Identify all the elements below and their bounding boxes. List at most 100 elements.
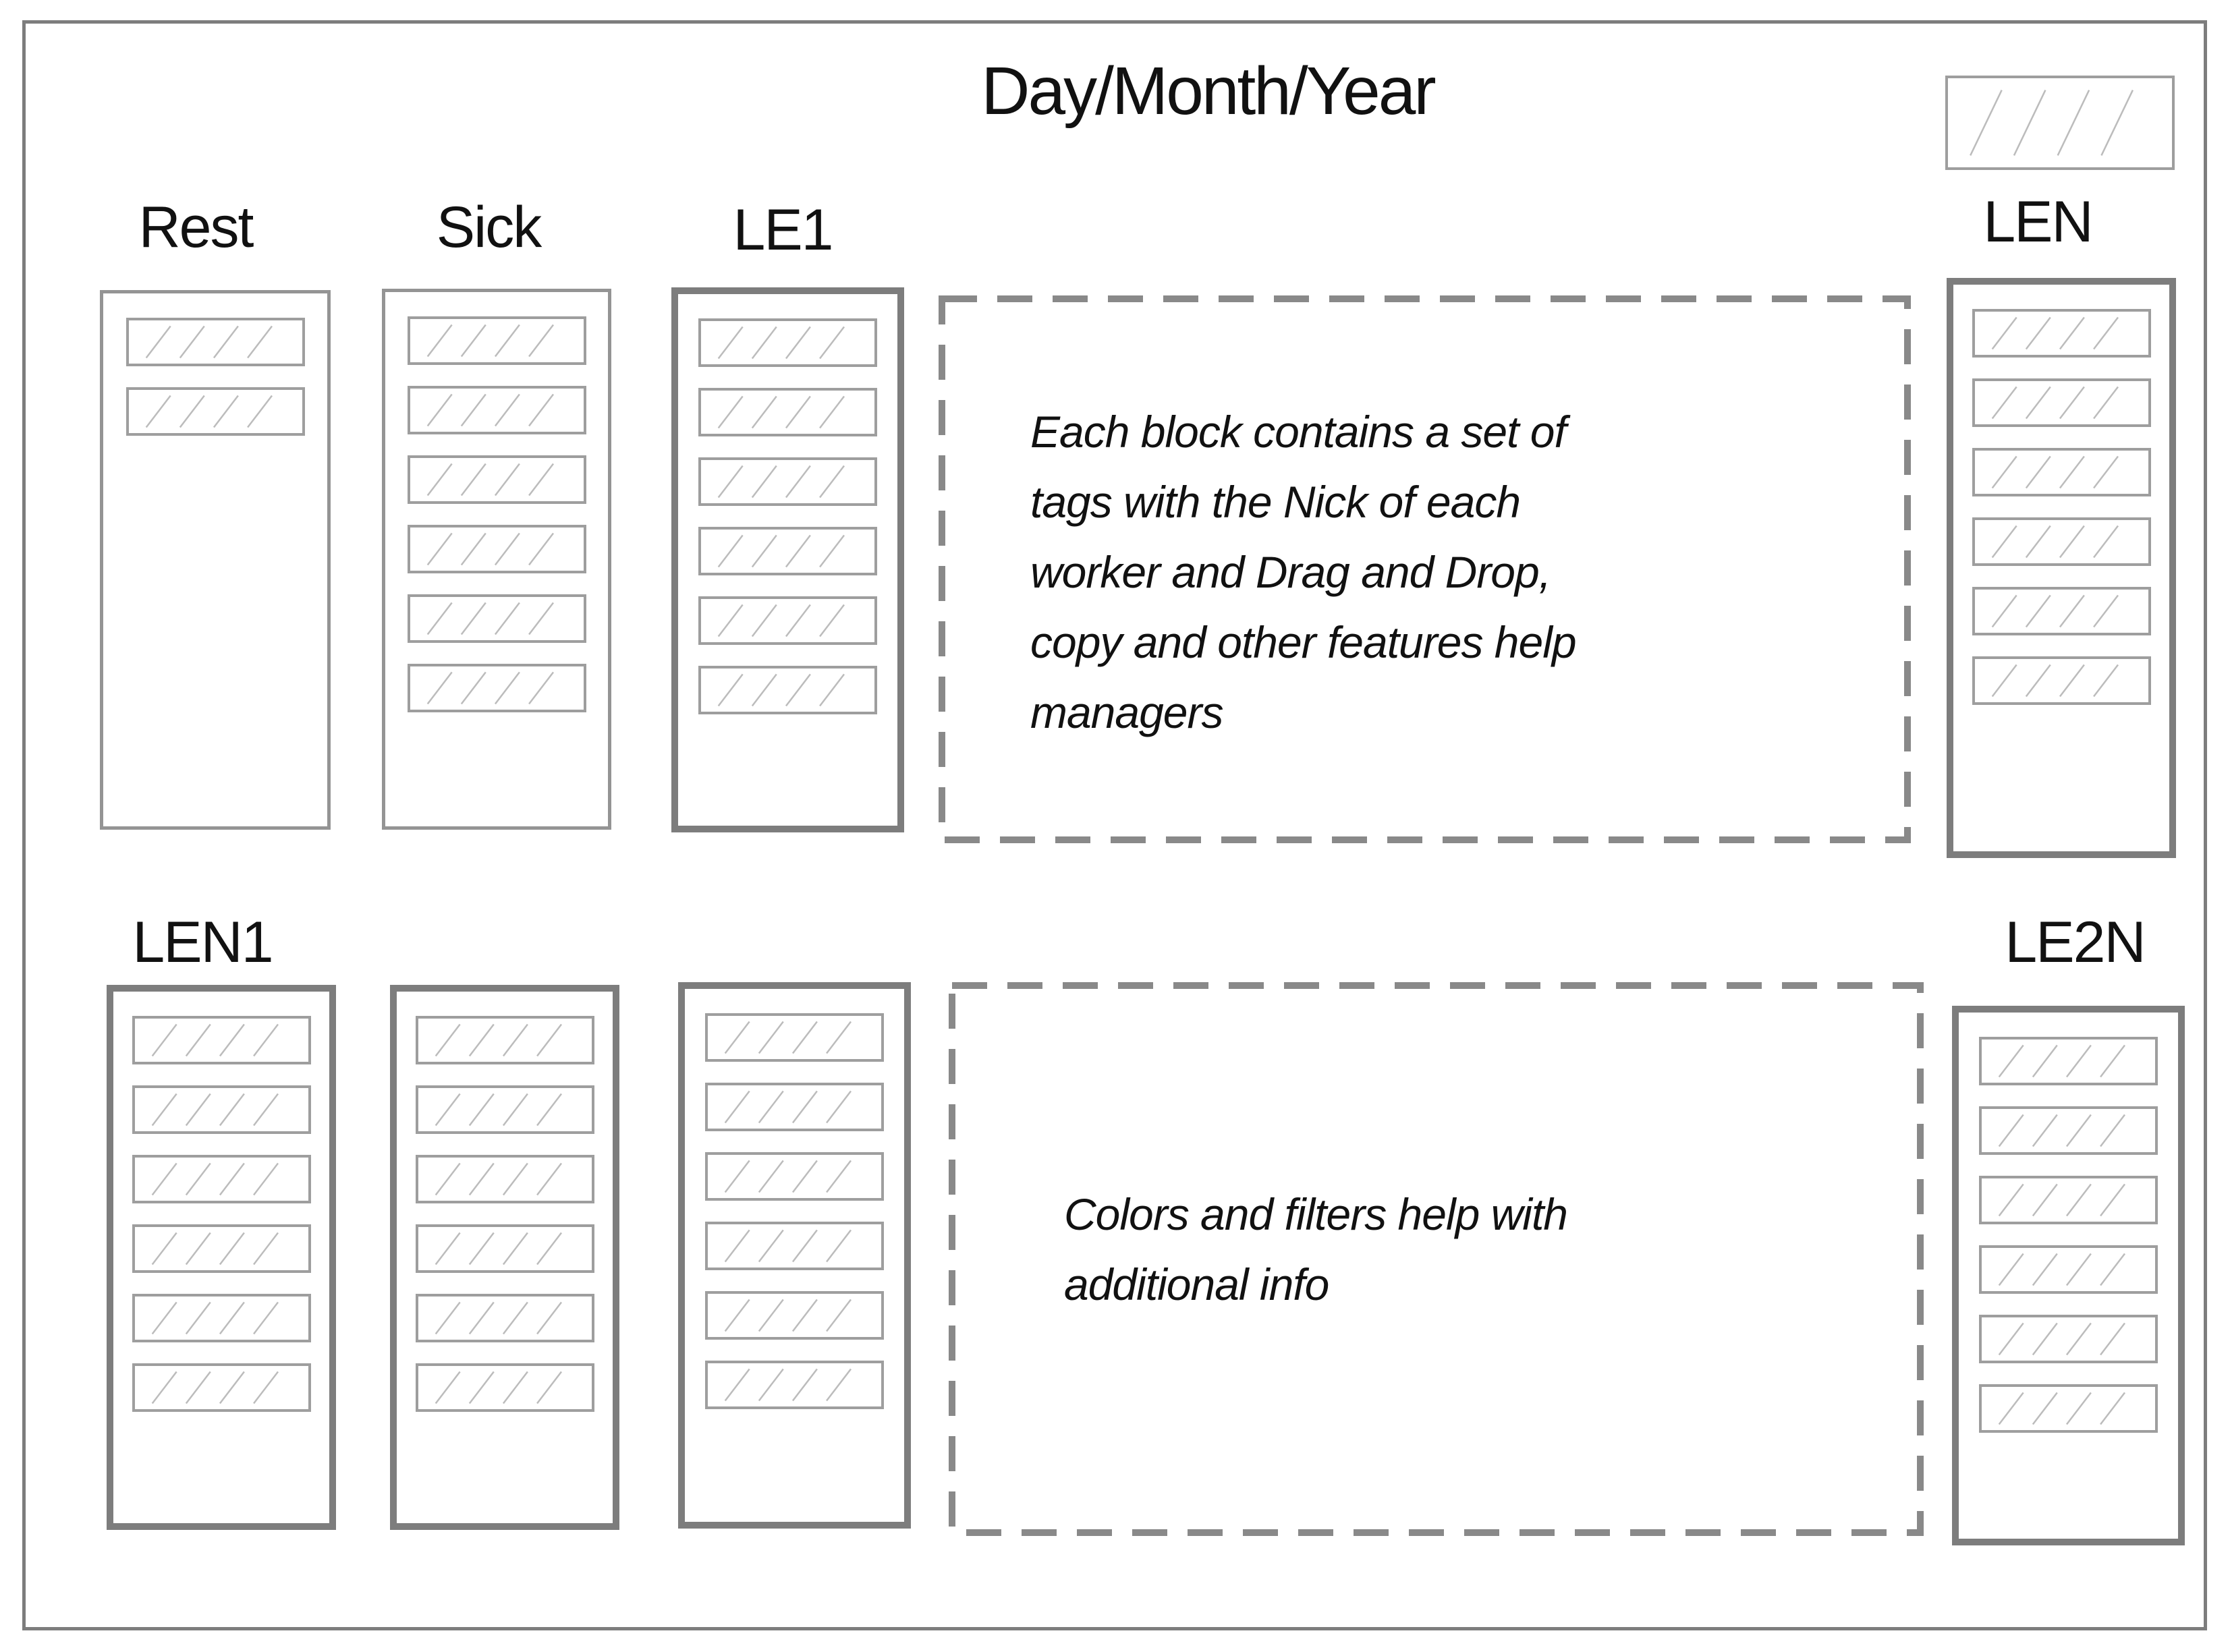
hatch-lines (1982, 1248, 2155, 1291)
hatch-lines (1975, 590, 2148, 633)
worker-tag[interactable] (132, 1085, 311, 1134)
column-label-len: LEN (1983, 190, 2093, 254)
hatch-lines (1982, 1039, 2155, 1083)
worker-tag[interactable] (1972, 378, 2151, 427)
hatch-lines (701, 391, 874, 434)
worker-tag[interactable] (1972, 587, 2151, 635)
worker-tag[interactable] (407, 316, 586, 365)
outer-frame (22, 20, 2207, 1630)
worker-tag[interactable] (132, 1363, 311, 1412)
worker-tag[interactable] (1972, 517, 2151, 566)
column-label-sick: Sick (436, 195, 542, 260)
hatch-lines (410, 458, 584, 501)
column-label-le1: LE1 (733, 198, 833, 262)
worker-tag[interactable] (415, 1085, 594, 1134)
worker-tag[interactable] (407, 664, 586, 712)
hatch-lines (410, 528, 584, 571)
column-unlabeled-1[interactable] (390, 985, 619, 1530)
worker-tag[interactable] (132, 1016, 311, 1064)
worker-tag[interactable] (1979, 1384, 2158, 1433)
hatch-lines (708, 1085, 881, 1129)
worker-tag[interactable] (415, 1016, 594, 1064)
hatch-lines (129, 320, 302, 364)
worker-tag[interactable] (132, 1155, 311, 1203)
worker-tag[interactable] (698, 596, 877, 645)
worker-tag[interactable] (1979, 1315, 2158, 1363)
hatch-lines (1975, 312, 2148, 355)
column-rest[interactable] (100, 290, 331, 830)
column-le1[interactable] (671, 287, 904, 832)
worker-tag[interactable] (415, 1224, 594, 1273)
hatch-lines (135, 1297, 308, 1340)
sample-hatched-tag (1945, 76, 2175, 170)
worker-tag[interactable] (705, 1013, 884, 1062)
hatch-lines (135, 1158, 308, 1201)
worker-tag[interactable] (415, 1155, 594, 1203)
hatch-lines (1975, 451, 2148, 494)
page-title: Day/Month/Year (981, 53, 1436, 129)
worker-tag[interactable] (1979, 1245, 2158, 1294)
hatch-lines (135, 1227, 308, 1270)
worker-tag[interactable] (698, 318, 877, 367)
worker-tag[interactable] (705, 1222, 884, 1270)
hatch-lines (418, 1158, 592, 1201)
worker-tag[interactable] (415, 1363, 594, 1412)
worker-tag[interactable] (698, 666, 877, 714)
column-label-rest: Rest (138, 195, 254, 260)
hatch-lines (701, 599, 874, 642)
worker-tag[interactable] (705, 1152, 884, 1201)
worker-tag[interactable] (1972, 309, 2151, 358)
column-len[interactable] (1947, 278, 2176, 858)
hatch-lines (708, 1363, 881, 1406)
worker-tag[interactable] (132, 1224, 311, 1273)
annotation-box-top (938, 295, 1912, 844)
hatch-lines (135, 1019, 308, 1062)
worker-tag[interactable] (705, 1291, 884, 1340)
hatch-lines (410, 389, 584, 432)
worker-tag[interactable] (698, 457, 877, 506)
worker-tag[interactable] (1979, 1176, 2158, 1224)
hatch-lines (1982, 1178, 2155, 1222)
worker-tag[interactable] (407, 455, 586, 504)
worker-tag[interactable] (415, 1294, 594, 1342)
annotation-box-bottom (948, 981, 1924, 1537)
column-sick[interactable] (382, 289, 611, 830)
worker-tag[interactable] (407, 525, 586, 573)
hatch-lines (1982, 1109, 2155, 1152)
worker-tag[interactable] (132, 1294, 311, 1342)
hatch-lines (701, 460, 874, 503)
worker-tag[interactable] (126, 318, 305, 366)
worker-tag[interactable] (1972, 656, 2151, 705)
dashed-border (949, 982, 1924, 1536)
annotation-text-top: Each block contains a set of tags with t… (1030, 407, 1577, 737)
hatch-lines (701, 321, 874, 364)
worker-tag[interactable] (407, 594, 586, 643)
hatch-lines (1982, 1387, 2155, 1430)
worker-tag[interactable] (705, 1361, 884, 1409)
hatch-lines (1982, 1317, 2155, 1361)
column-len1[interactable] (107, 985, 336, 1530)
annotation-text-bottom: Colors and filters help with additional … (1064, 1189, 1568, 1309)
worker-tag[interactable] (1979, 1106, 2158, 1155)
column-unlabeled-2[interactable] (678, 982, 911, 1529)
hatch-lines (410, 666, 584, 710)
worker-tag[interactable] (698, 527, 877, 575)
column-label-le2n: LE2N (2005, 910, 2146, 975)
hatch-lines (418, 1019, 592, 1062)
hatch-lines (1948, 78, 2172, 167)
worker-tag[interactable] (407, 386, 586, 434)
worker-tag[interactable] (1979, 1037, 2158, 1085)
hatch-lines (1975, 381, 2148, 424)
hatch-lines (708, 1016, 881, 1059)
worker-tag[interactable] (126, 387, 305, 436)
worker-tag[interactable] (705, 1083, 884, 1131)
hatch-lines (701, 530, 874, 573)
hatch-lines (129, 390, 302, 433)
column-label-len1: LEN1 (132, 910, 273, 975)
worker-tag[interactable] (698, 388, 877, 436)
hatch-lines (418, 1088, 592, 1131)
hatch-lines (1975, 520, 2148, 563)
column-le2n[interactable] (1952, 1006, 2185, 1545)
hatch-lines (701, 668, 874, 712)
worker-tag[interactable] (1972, 448, 2151, 496)
